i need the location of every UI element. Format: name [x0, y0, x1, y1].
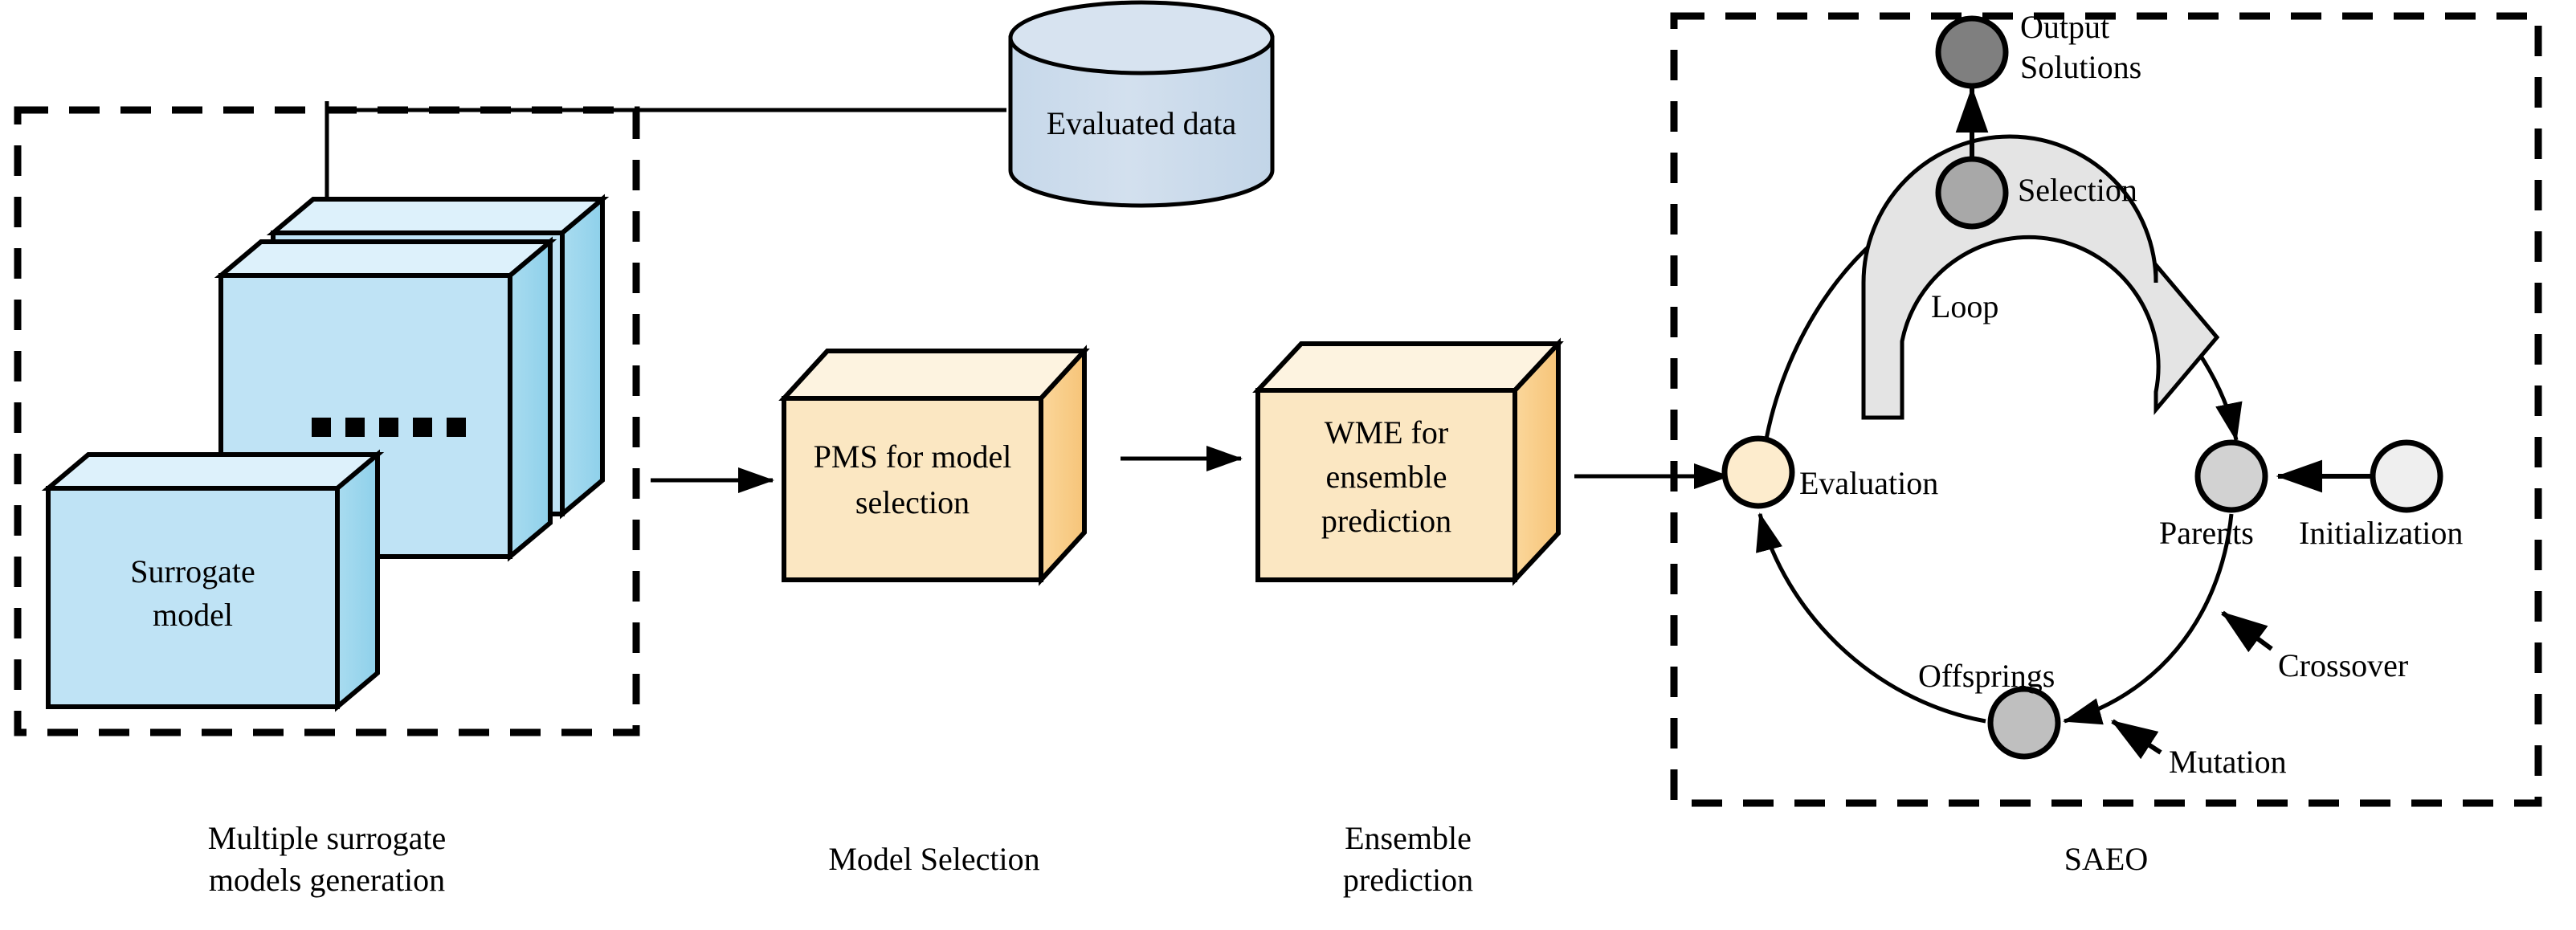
surrogate-model-slab-middle — [214, 236, 557, 562]
evaluated-data-label: Evaluated data — [1046, 105, 1237, 141]
node-evaluation-label: Evaluation — [1799, 465, 1939, 501]
wme-box-label-line2: ensemble — [1325, 459, 1447, 495]
caption-multiple-surrogate-line1: Multiple surrogate — [207, 820, 447, 856]
caption-ensemble-line1: Ensemble — [1345, 820, 1472, 856]
pms-box-label-line1: PMS for model — [813, 438, 1012, 475]
mutation-pointer — [2110, 719, 2162, 760]
node-selection-circle[interactable] — [1935, 156, 2009, 230]
surrogate-ellipsis-dots — [312, 418, 466, 437]
wme-box-label-line1: WME for — [1324, 414, 1449, 451]
evaluated-data-feedback-arrow — [314, 101, 1006, 235]
edge-label-crossover: Crossover — [2278, 647, 2409, 683]
saeo-dashed-border — [1670, 12, 2542, 807]
surrogate-model-label-line2: model — [153, 597, 233, 633]
node-output-label-line2: Solutions — [2020, 49, 2142, 85]
node-offsprings-circle[interactable] — [1987, 686, 2061, 760]
wme-box-label-line3: prediction — [1321, 503, 1452, 539]
caption-saeo: SAEO — [2064, 841, 2149, 877]
node-output-solutions-circle[interactable] — [1935, 15, 2009, 89]
edge-label-mutation: Mutation — [2169, 744, 2287, 780]
surrogate-model-label-line1: Surrogate — [130, 553, 255, 589]
caption-ensemble-line2: prediction — [1342, 862, 1474, 898]
loop-label: Loop — [1931, 288, 1999, 324]
node-evaluation-circle[interactable] — [1721, 435, 1795, 509]
pms-box-label-line2: selection — [855, 484, 970, 520]
crossover-pointer — [2221, 610, 2273, 653]
node-output-label-line1: Output — [2020, 9, 2110, 45]
node-initialization-circle[interactable] — [2370, 439, 2443, 513]
caption-model-selection: Model Selection — [828, 841, 1040, 877]
surrogate-group-dashed-border — [14, 106, 640, 736]
node-selection-label: Selection — [2018, 172, 2137, 208]
surrogate-model-slab-back — [266, 194, 610, 520]
saeo-cycle-arcs — [1756, 200, 2243, 725]
node-parents-label: Parents — [2159, 515, 2254, 551]
node-offsprings-label: Offsprings — [1918, 658, 2055, 694]
caption-multiple-surrogate-line2: models generation — [208, 862, 446, 898]
node-parents-circle[interactable] — [2194, 439, 2268, 513]
node-initialization-label: Initialization — [2299, 515, 2464, 551]
